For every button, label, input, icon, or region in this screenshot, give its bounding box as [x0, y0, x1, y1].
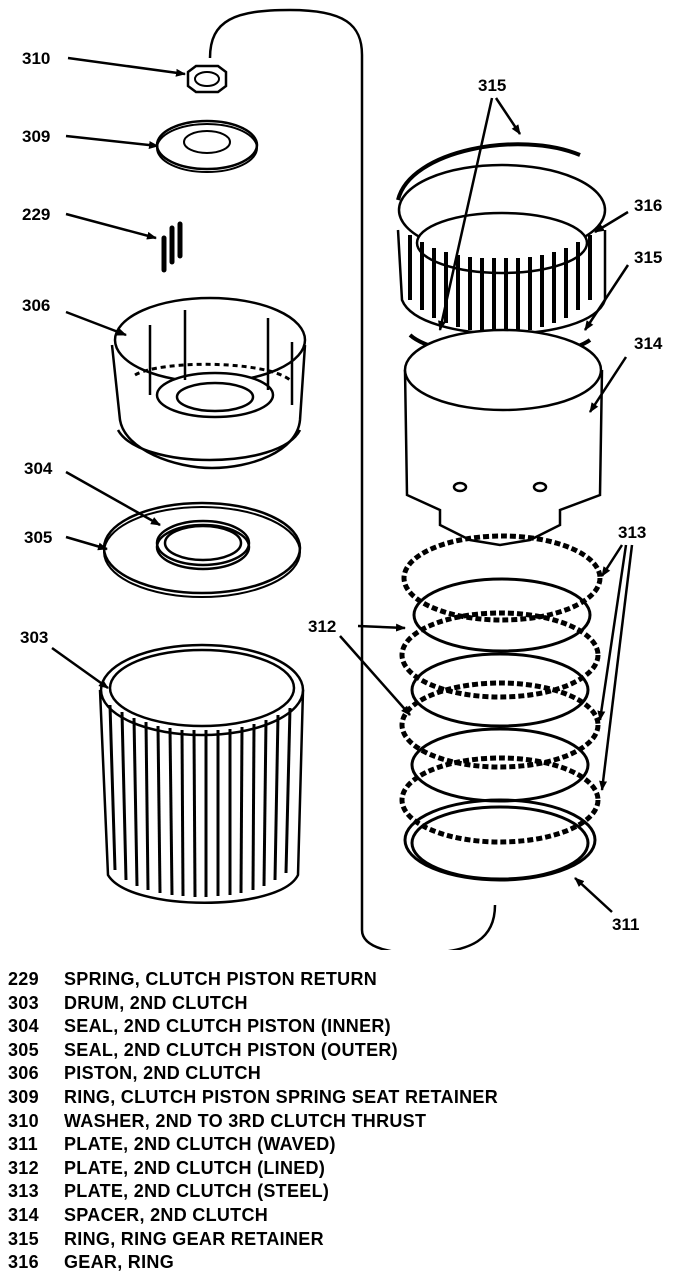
part-316-ring-gear: [396, 163, 607, 335]
part-229-spring: [161, 221, 183, 273]
legend-description: SPACER, 2ND CLUTCH: [64, 1204, 269, 1225]
legend-item: 315 RING, RING GEAR RETAINER: [8, 1228, 678, 1252]
part-305-outer-seal: [102, 501, 302, 595]
part-306-piston: [110, 296, 307, 470]
legend-number: 305: [8, 1039, 39, 1060]
callout-314: 314: [634, 334, 663, 353]
legend-description: PLATE, 2ND CLUTCH (STEEL): [64, 1181, 330, 1202]
part-305-outer-seal-edge: [103, 506, 301, 598]
legend-number: 310: [8, 1110, 39, 1131]
legend-number: 309: [8, 1086, 39, 1107]
callout-311: 311: [612, 915, 639, 934]
parts-legend: 229 SPRING, CLUTCH PISTON RETURN 303 DRUM,…: [8, 968, 678, 1275]
part-315-retainer-ring-top: [396, 142, 581, 201]
callout-304: 304: [24, 459, 53, 478]
legend-number: 312: [8, 1157, 39, 1178]
legend-number: 229: [8, 969, 39, 989]
legend-description: PISTON, 2ND CLUTCH: [64, 1063, 262, 1084]
callout-306: 306: [22, 296, 50, 315]
legend-item: 313 PLATE, 2ND CLUTCH (STEEL): [8, 1180, 678, 1204]
legend-item: 305 SEAL, 2ND CLUTCH PISTON (OUTER): [8, 1039, 678, 1063]
legend-description: PLATE, 2ND CLUTCH (LINED): [64, 1157, 326, 1178]
legend-item: 314 SPACER, 2ND CLUTCH: [8, 1204, 678, 1228]
assembly-path-line: [208, 8, 497, 950]
legend-description: SPRING, CLUTCH PISTON RETURN: [64, 969, 378, 989]
legend-description: RING, CLUTCH PISTON SPRING SEAT RETAINER: [64, 1086, 499, 1107]
legend-number: 304: [8, 1016, 39, 1037]
legend-description: SEAL, 2ND CLUTCH PISTON (INNER): [64, 1016, 391, 1037]
part-314-spacer: [403, 328, 604, 547]
callout-313: 313: [618, 523, 646, 542]
part-309-ring: [155, 119, 259, 173]
callout-305: 305: [24, 528, 52, 547]
legend-item: 304 SEAL, 2ND CLUTCH PISTON (INNER): [8, 1015, 678, 1039]
legend-description: GEAR, RING: [64, 1252, 175, 1273]
callout-315-top: 315: [478, 76, 506, 95]
part-303-drum: [98, 643, 305, 904]
callout-316: 316: [634, 196, 662, 215]
legend-number: 315: [8, 1228, 39, 1249]
legend-number: 316: [8, 1252, 39, 1273]
callout-303: 303: [20, 628, 48, 647]
legend-item: 306 PISTON, 2ND CLUTCH: [8, 1062, 678, 1086]
callout-315-right: 315: [634, 248, 662, 267]
legend-description: RING, RING GEAR RETAINER: [64, 1228, 324, 1249]
legend-description: WASHER, 2ND TO 3RD CLUTCH THRUST: [64, 1110, 427, 1131]
part-304-inner-seal: [155, 519, 251, 571]
legend-item: 316 GEAR, RING: [8, 1251, 678, 1275]
legend-item: 312 PLATE, 2ND CLUTCH (LINED): [8, 1157, 678, 1181]
callout-312: 312: [308, 617, 336, 636]
legend-item: 311 PLATE, 2ND CLUTCH (WAVED): [8, 1133, 678, 1157]
legend-description: SEAL, 2ND CLUTCH PISTON (OUTER): [64, 1039, 398, 1060]
legend-description: DRUM, 2ND CLUTCH: [64, 992, 248, 1013]
legend-number: 314: [8, 1204, 39, 1225]
callout-229: 229: [22, 205, 50, 224]
legend-item: 309 RING, CLUTCH PISTON SPRING SEAT RETAI…: [8, 1086, 678, 1110]
legend-item: 229 SPRING, CLUTCH PISTON RETURN: [8, 968, 678, 992]
part-310-washer: [186, 64, 228, 94]
legend-item: 303 DRUM, 2ND CLUTCH: [8, 992, 678, 1016]
legend-item: 310 WASHER, 2ND TO 3RD CLUTCH THRUST: [8, 1110, 678, 1134]
legend-number: 303: [8, 992, 39, 1013]
legend-description: PLATE, 2ND CLUTCH (WAVED): [64, 1134, 336, 1155]
clutch-plate-stack: [399, 533, 603, 882]
callout-309: 309: [22, 127, 50, 146]
legend-number: 313: [8, 1181, 39, 1202]
legend-number: 306: [8, 1063, 39, 1084]
leader-lines: [51, 56, 634, 913]
exploded-parts-diagram: 310 309 229 306 304 305 303 315 316 315 …: [20, 8, 663, 950]
callout-310: 310: [22, 49, 50, 68]
legend-number: 311: [8, 1134, 38, 1155]
